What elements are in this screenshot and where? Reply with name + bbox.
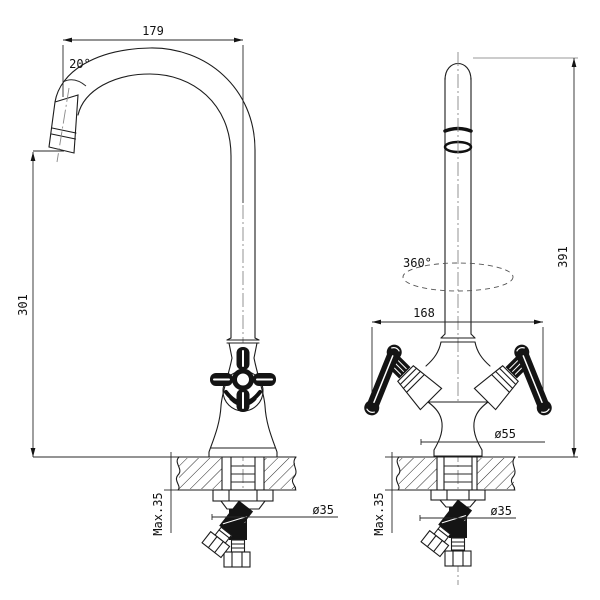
dim-counter-thickness-side: Max.35 (151, 452, 178, 536)
counter-thickness-label-side: Max.35 (151, 492, 165, 535)
hole-diameter-label-side: ø35 (312, 503, 334, 517)
dim-base-diameter: ø55 (420, 427, 545, 445)
spout-reach-label: 179 (142, 24, 164, 38)
front-view: 360° 391 168 (364, 52, 578, 585)
dim-hole-diameter-front: ø35 (419, 504, 516, 521)
dim-spout-reach: 179 (62, 24, 244, 203)
handle-span-label: 168 (413, 306, 435, 320)
counter-break-left (175, 456, 181, 491)
lever-handle-left (364, 344, 402, 416)
spout-outline (54, 47, 256, 339)
nozzle-centerline (56, 87, 70, 163)
swivel-ellipse (402, 262, 514, 292)
spout-height-label: 301 (16, 294, 30, 316)
shank-side (212, 456, 274, 510)
dim-hole-diameter-side: ø35 (211, 503, 338, 520)
dim-spout-height: 301 (16, 150, 178, 458)
swivel-annotation: 360° (402, 256, 514, 292)
side-view: 20° 179 301 (16, 24, 338, 568)
counter-break-right (291, 456, 297, 491)
hole-diameter-label-front: ø35 (490, 504, 512, 518)
dim-spout-angle: 20° (62, 57, 91, 87)
overall-height-label: 391 (556, 246, 570, 268)
valve-cone-right (473, 356, 528, 411)
cross-handle (210, 347, 276, 412)
base-diameter-label: ø55 (494, 427, 516, 441)
dim-counter-thickness-front: Max.35 (372, 452, 399, 536)
counter-thickness-label-front: Max.35 (372, 492, 386, 535)
spout-angle-label: 20° (69, 57, 91, 71)
valve-cone-left (388, 356, 443, 411)
faucet-body-front (425, 333, 491, 457)
countertop-side (175, 456, 297, 491)
counter-break-left-front (395, 456, 401, 491)
dim-overall-height: 391 (473, 57, 578, 458)
dim-handle-span: 168 (371, 306, 544, 413)
spout-nozzle (48, 87, 79, 163)
lever-handle-right (514, 344, 552, 416)
counter-break-right-front (510, 456, 516, 491)
swivel-label: 360° (403, 256, 432, 270)
countertop-front (395, 456, 516, 491)
supply-hoses-front (420, 499, 473, 567)
